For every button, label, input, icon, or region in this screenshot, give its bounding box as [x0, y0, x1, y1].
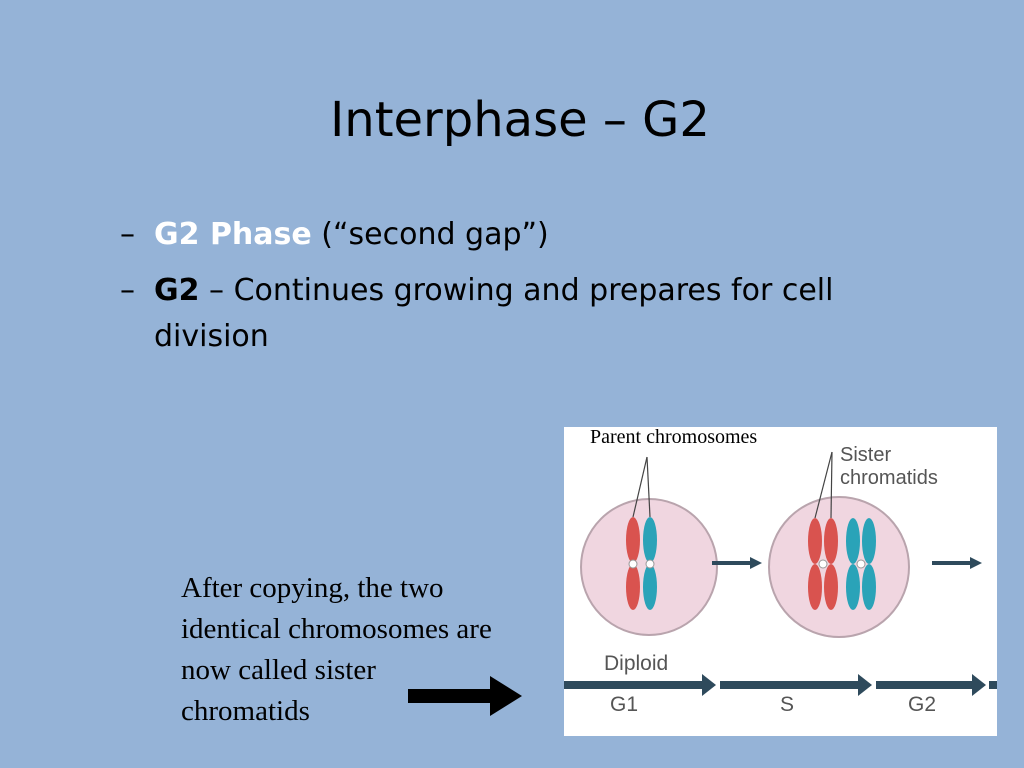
label-phase-s: S [780, 693, 794, 716]
timeline-arrow-2 [720, 674, 872, 696]
bullet-dash: – [120, 273, 135, 308]
label-phase-g1: G1 [610, 693, 638, 716]
caption-line-3: now called sister [181, 654, 376, 686]
caption-line-4: chromatids [181, 695, 310, 727]
timeline-arrow-1 [564, 674, 716, 696]
caption-line-2: identical chromosomes are [181, 613, 492, 645]
cell-cycle-figure: Parent chromosomes Sister chromatids Dip… [564, 427, 997, 736]
bullet-text: – Continues growing and prepares for cel… [199, 273, 834, 308]
sister-chromatids-red [808, 518, 838, 610]
label-phase-g2: G2 [908, 693, 936, 716]
timeline-continuation [989, 681, 997, 689]
cell-g2 [768, 496, 910, 638]
chromosome-blue-g1 [643, 517, 657, 610]
bullet-g2-phase: –G2 Phase (“second gap”) [120, 212, 920, 258]
sister-chromatids-blue [846, 518, 876, 610]
timeline-arrow-3 [876, 674, 986, 696]
arrow-g1-to-g2 [712, 557, 762, 569]
label-chromatids: chromatids [840, 467, 938, 489]
bullet-continuation: division [154, 319, 269, 354]
sister-label-lines [814, 451, 833, 519]
arrow-g2-next [932, 557, 982, 569]
cell-cycle-diagram: Parent chromosomes Sister chromatids Dip… [564, 427, 997, 716]
bullet-dash: – [120, 217, 135, 252]
chromosome-red-g1 [626, 517, 640, 610]
bullet-highlight: G2 Phase [154, 217, 312, 252]
pointer-arrow-icon [408, 676, 522, 716]
caption-line-1: After copying, the two [181, 572, 444, 604]
label-sister: Sister [840, 444, 891, 466]
sister-chromatid-caption: After copying, the two identical chromos… [181, 568, 561, 732]
label-parent-chromosomes: Parent chromosomes [590, 427, 757, 448]
slide-title: Interphase – G2 [330, 92, 710, 148]
bullet-g2-description: –G2 – Continues growing and prepares for… [120, 268, 920, 360]
parent-label-lines [632, 456, 651, 518]
label-diploid: Diploid [604, 652, 668, 675]
bullet-highlight: G2 [154, 273, 200, 308]
bullet-text: (“second gap”) [311, 217, 549, 252]
